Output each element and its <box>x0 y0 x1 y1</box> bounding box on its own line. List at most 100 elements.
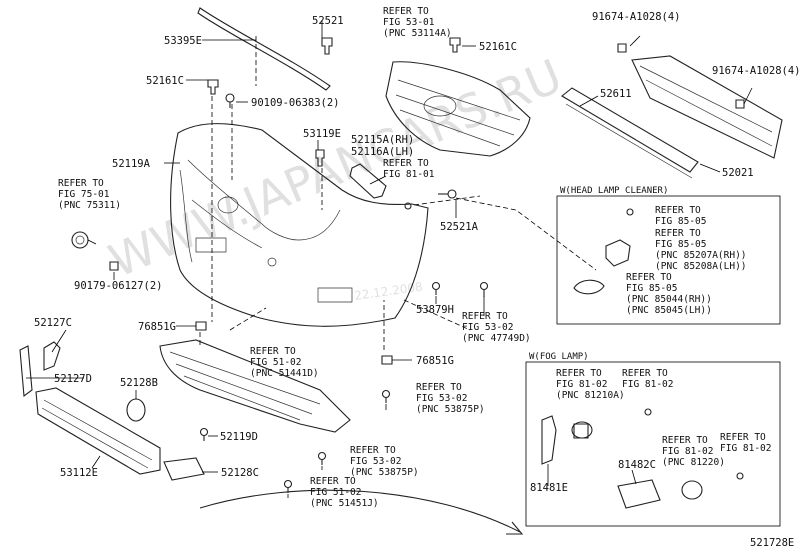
foglamp-box: W(FOG LAMP) <box>525 352 781 527</box>
bumper-cover-52119A <box>170 123 429 327</box>
label-52128B: 52128B <box>120 377 158 389</box>
label-76851G-left: 76851G <box>138 321 176 333</box>
ref-47749-line3: (PNC 47749D) <box>462 333 531 344</box>
label-52115A: 52115A(RH) <box>351 134 414 146</box>
ref-fogc-line3: (PNC 81220) <box>662 457 725 468</box>
ref-47749-line1: REFER TO <box>462 311 508 322</box>
screw-53875P-a <box>381 389 391 403</box>
label-52521A: 52521A <box>440 221 479 233</box>
cover-52127D <box>19 345 33 398</box>
ref-fogd-line1: REFER TO <box>720 432 766 443</box>
svg-text:REFER TO FIG 85-05: REFER TO FIG 85-05 (PNC 85207A(RH)) (PNC… <box>655 228 752 272</box>
ref-hlc-line1: REFER TO <box>626 272 672 283</box>
ref-grille-line2: FIG 53-01 <box>383 17 435 28</box>
headlamp-cleaner-box: W(HEAD LAMP CLEANER) <box>556 186 781 325</box>
molding-53395E <box>197 7 331 91</box>
assembly-dashed-lines <box>199 36 597 350</box>
label-91674-a: 91674-A1028(4) <box>592 11 681 23</box>
svg-text:REFER TO FIG 81-02: REFER TO FIG 81-02 <box>720 432 772 454</box>
ref-foga-line2: FIG 81-02 <box>556 379 607 390</box>
svg-text:REFER TO FIG 81-02: REFER TO FIG 81-02 <box>622 368 674 390</box>
label-52521: 52521 <box>312 15 344 27</box>
ref-grille-line3: (PNC 53114A) <box>383 28 452 39</box>
assembly-arrow <box>199 489 524 535</box>
lower-grille-53112E <box>35 387 161 475</box>
screw-53879H <box>431 281 441 295</box>
clip-52521 <box>321 37 333 55</box>
screw-90109 <box>225 93 235 108</box>
svg-text:REFER TO FIG 51-02: REFER TO FIG 51-02 (PNC 51451J) <box>310 476 379 509</box>
label-90109: 90109-06383(2) <box>251 97 340 109</box>
reinforcement-52021 <box>631 55 783 159</box>
svg-text:REFER TO FIG 81-01: REFER TO FIG 81-01 <box>383 158 435 180</box>
ref-hlb-line1: REFER TO <box>655 228 701 239</box>
ref-53875b-line2: FIG 53-02 <box>350 456 401 467</box>
screw-53875P-b <box>317 451 327 465</box>
ref-51451-line3: (PNC 51451J) <box>310 498 379 509</box>
ref-hlb-line4: (PNC 85208A(LH)) <box>655 261 747 272</box>
ref-51451-line2: FIG 51-02 <box>310 487 361 498</box>
svg-text:REFER TO FIG 85-05: REFER TO FIG 85-05 (PNC 85044(RH)) (PNC … <box>626 272 718 316</box>
bolt-91674-a <box>617 43 627 53</box>
ref-hlb-line2: FIG 85-05 <box>655 239 706 250</box>
label-52161C-right: 52161C <box>479 41 517 53</box>
label-81481E: 81481E <box>530 482 568 494</box>
ref-53875a-line2: FIG 53-02 <box>416 393 467 404</box>
label-52021: 52021 <box>722 167 754 179</box>
label-52119D: 52119D <box>220 431 258 443</box>
label-52119A: 52119A <box>112 158 151 170</box>
label-52116A: 52116A(LH) <box>351 146 414 158</box>
clip-76851G-left <box>195 321 207 331</box>
label-53112E: 53112E <box>60 467 98 479</box>
bracket-52115A <box>349 163 387 199</box>
ref-51441-line2: FIG 51-02 <box>250 357 301 368</box>
bolt-91674-b <box>735 99 745 109</box>
cover-52128C <box>163 457 205 481</box>
svg-text:REFER TO FIG 75-01: REFER TO FIG 75-01 (PNC 75311) <box>58 178 121 211</box>
ref-hlc-line3: (PNC 85044(RH)) <box>626 294 712 305</box>
ref-foga-line1: REFER TO <box>556 368 602 379</box>
part-labels: 52521 53395E 52161C 90109-06383(2) 53119… <box>34 11 800 549</box>
ref-hla-line1: REFER TO <box>655 205 701 216</box>
ref-fig81-line1: REFER TO <box>383 158 429 169</box>
cap-52128B <box>126 398 146 422</box>
diagram-code: 521728E <box>750 537 794 549</box>
ref-51441-line3: (PNC 51441D) <box>250 368 319 379</box>
ref-fogc-line2: FIG 81-02 <box>662 446 713 457</box>
headlamp-box-title: W(HEAD LAMP CLEANER) <box>560 186 668 196</box>
svg-text:REFER TO FIG 81-02: REFER TO FIG 81-02 (PNC 81210A) <box>556 368 625 401</box>
svg-text:REFER TO FIG 53-02: REFER TO FIG 53-02 (PNC 53875P) <box>350 445 419 478</box>
svg-text:REFER TO FIG 53-02: REFER TO FIG 53-02 (PNC 47749D) <box>462 311 531 344</box>
screw-47749D <box>479 281 489 297</box>
ref-47749-line2: FIG 53-02 <box>462 322 513 333</box>
clip-53119E <box>315 149 325 167</box>
ref-53875b-line3: (PNC 53875P) <box>350 467 419 478</box>
ref-53875a-line1: REFER TO <box>416 382 462 393</box>
lower-shield-52119D <box>159 339 351 433</box>
label-52127D: 52127D <box>54 373 92 385</box>
svg-text:REFER TO FIG 51-02: REFER TO FIG 51-02 (PNC 51441D) <box>250 346 319 379</box>
svg-text:REFER TO FIG 53-01: REFER TO FIG 53-01 (PNC 53114A) <box>383 6 452 39</box>
label-90179: 90179-06127(2) <box>74 280 163 292</box>
foglamp-box-title: W(FOG LAMP) <box>529 352 589 362</box>
label-52127C: 52127C <box>34 317 72 329</box>
ref-hla-line2: FIG 85-05 <box>655 216 706 227</box>
ref-fig75-line1: REFER TO <box>58 178 104 189</box>
ref-fogb-line2: FIG 81-02 <box>622 379 673 390</box>
refer-to-notes: REFER TO FIG 53-01 (PNC 53114A) REFER TO… <box>58 6 772 509</box>
ref-fig75-line2: FIG 75-01 <box>58 189 110 200</box>
ref-51441-line1: REFER TO <box>250 346 296 357</box>
label-91674-b: 91674-A1028(4) <box>712 65 800 77</box>
ref-hlc-line2: FIG 85-05 <box>626 283 677 294</box>
svg-text:REFER TO FIG 53-02: REFER TO FIG 53-02 (PNC 53875P) <box>416 382 485 415</box>
clip-90179 <box>109 261 119 271</box>
emblem <box>71 231 89 249</box>
clip-52161C-left <box>207 79 219 95</box>
label-53879H: 53879H <box>416 304 454 316</box>
clip-76851G-right <box>381 355 393 365</box>
clip-52161C-right <box>449 37 461 53</box>
ref-53875b-line1: REFER TO <box>350 445 396 456</box>
label-52128C: 52128C <box>221 467 259 479</box>
label-52611: 52611 <box>600 88 632 100</box>
